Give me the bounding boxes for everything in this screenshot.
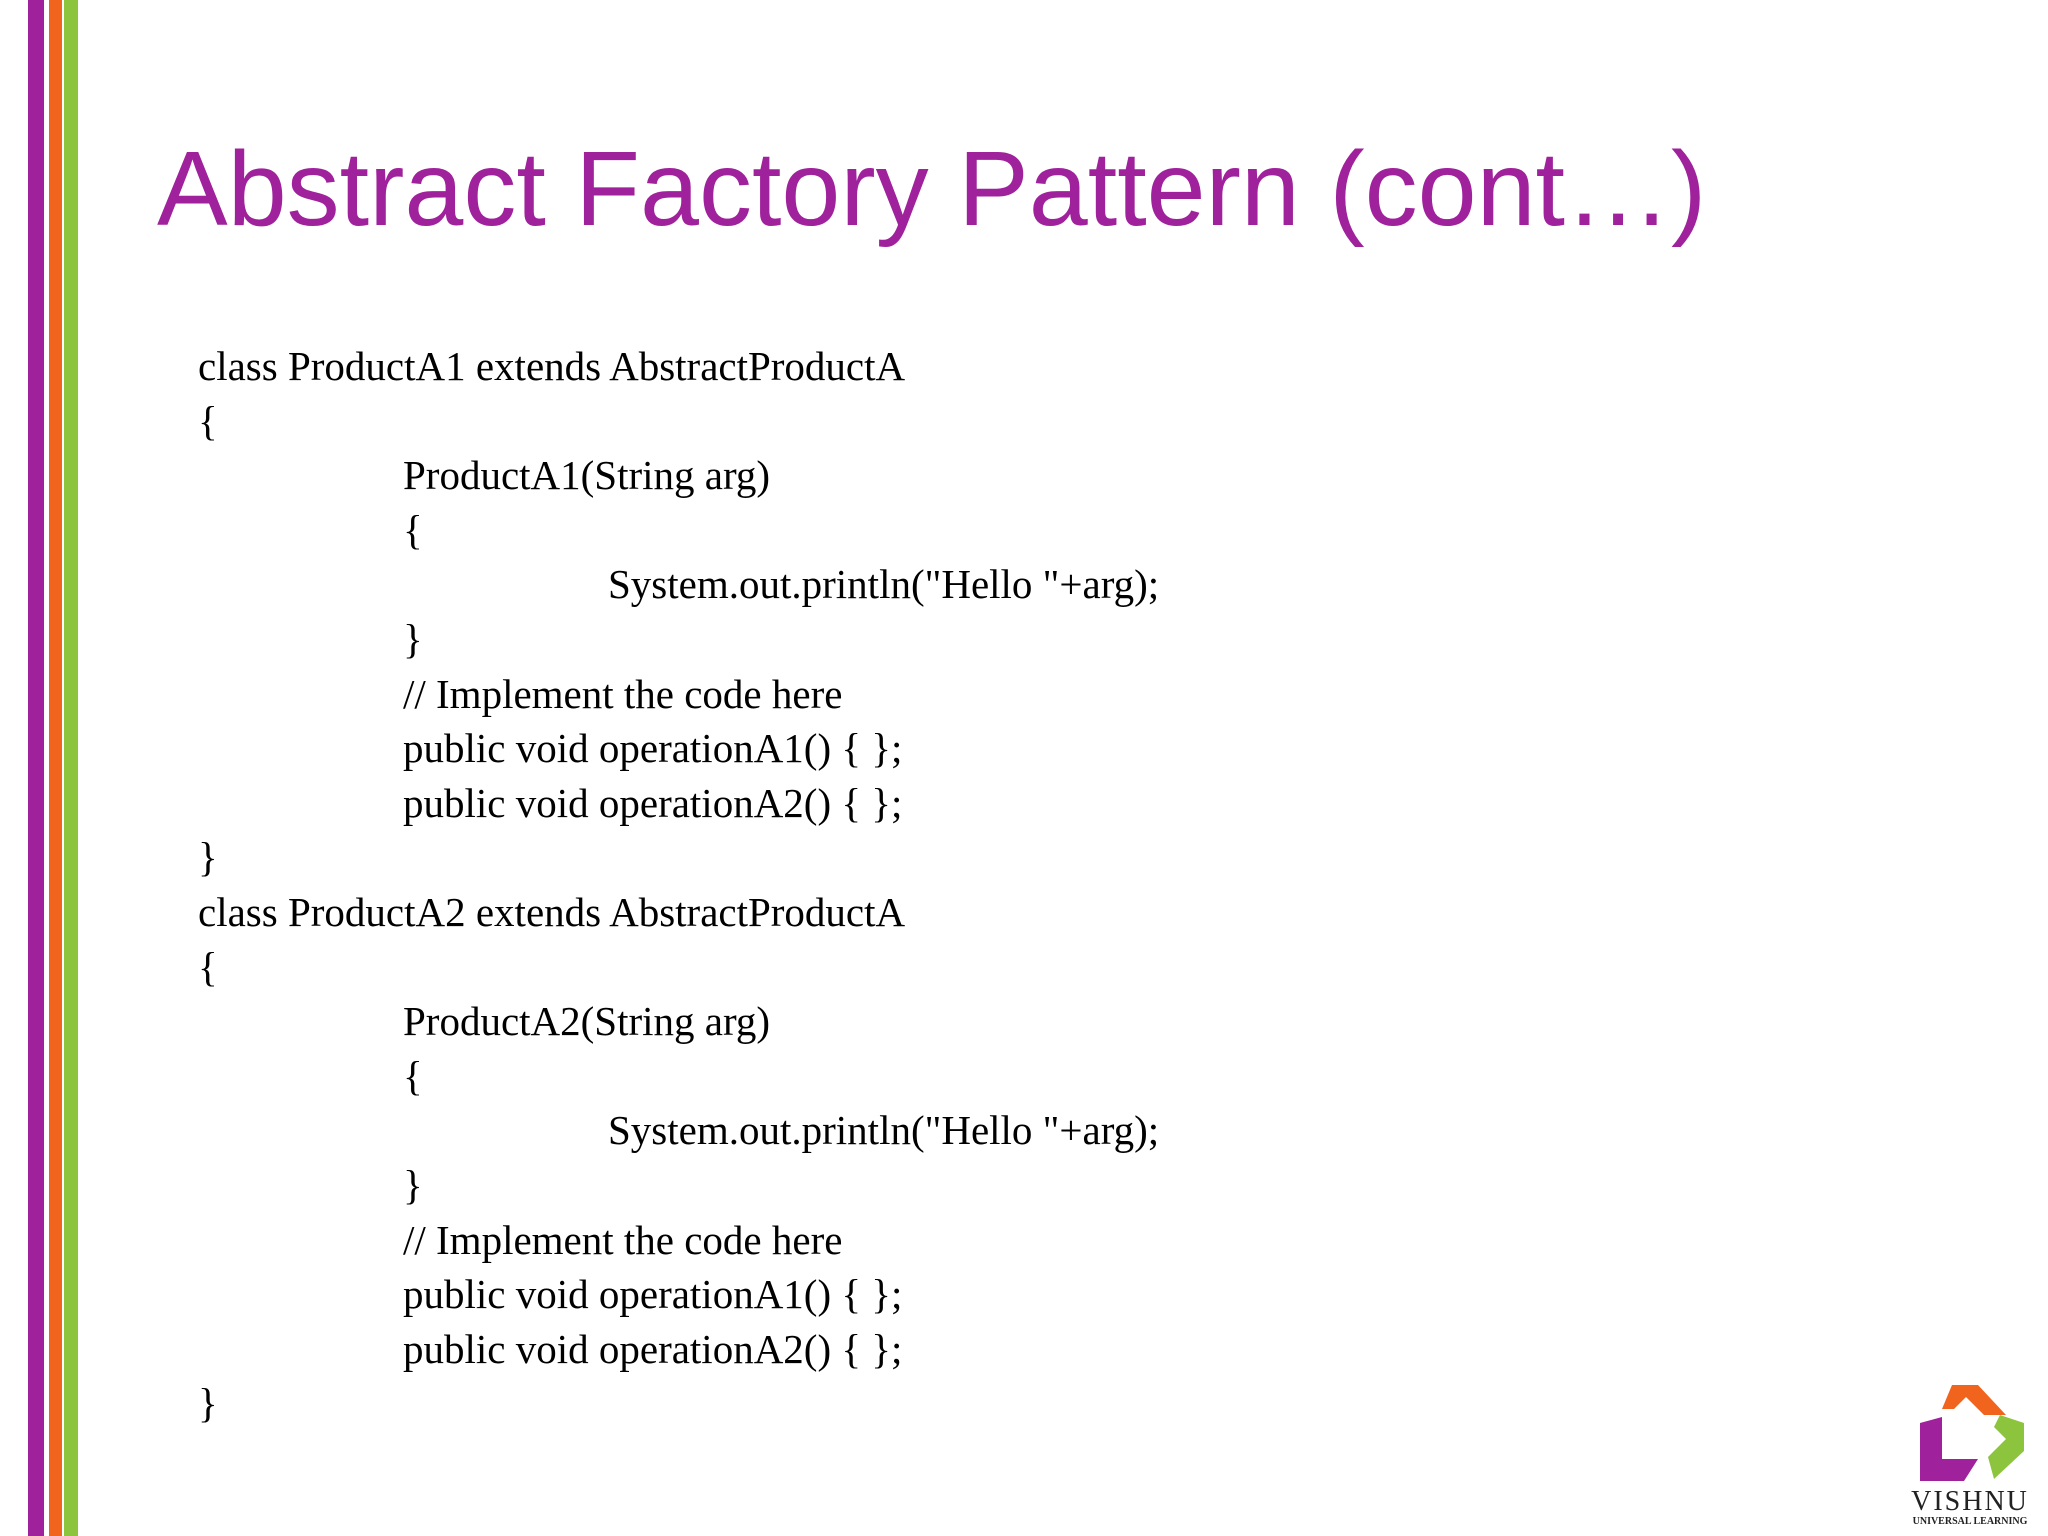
slide-title: Abstract Factory Pattern (cont…) xyxy=(157,130,1707,248)
code-line: { xyxy=(198,943,218,990)
code-block: class ProductA1 extends AbstractProductA… xyxy=(198,339,1698,1431)
code-line: // Implement the code here xyxy=(403,1216,843,1263)
code-line: ProductA1(String arg) xyxy=(403,452,771,499)
code-line: System.out.println("Hello "+arg); xyxy=(608,1107,1160,1154)
code-line: } xyxy=(198,1380,218,1427)
code-line: System.out.println("Hello "+arg); xyxy=(608,561,1160,608)
code-line: class ProductA1 extends AbstractProductA xyxy=(198,343,906,389)
code-line: { xyxy=(198,397,218,444)
left-stripe-green xyxy=(64,0,78,1536)
left-stripe-purple xyxy=(28,0,44,1536)
code-line: public void operationA1() { }; xyxy=(403,1271,903,1318)
code-line: public void operationA1() { }; xyxy=(403,725,903,772)
vishnu-logo-icon xyxy=(1920,1385,2024,1481)
code-line: ProductA2(String arg) xyxy=(403,998,771,1045)
code-line: class ProductA2 extends AbstractProductA xyxy=(198,888,906,935)
code-line: // Implement the code here xyxy=(403,670,843,717)
code-line: } xyxy=(198,834,218,881)
code-line: { xyxy=(403,1052,423,1099)
left-stripe-orange xyxy=(49,0,62,1536)
code-line: } xyxy=(403,615,423,662)
code-line: public void operationA2() { }; xyxy=(403,779,903,826)
code-line: public void operationA2() { }; xyxy=(403,1325,903,1372)
vishnu-logo: VISHNU UNIVERSAL LEARNING xyxy=(1900,1385,2040,1530)
code-line: { xyxy=(403,506,423,553)
code-line: } xyxy=(403,1161,423,1208)
logo-tagline: UNIVERSAL LEARNING xyxy=(1912,1516,2028,1527)
logo-name: VISHNU xyxy=(1911,1486,2029,1517)
